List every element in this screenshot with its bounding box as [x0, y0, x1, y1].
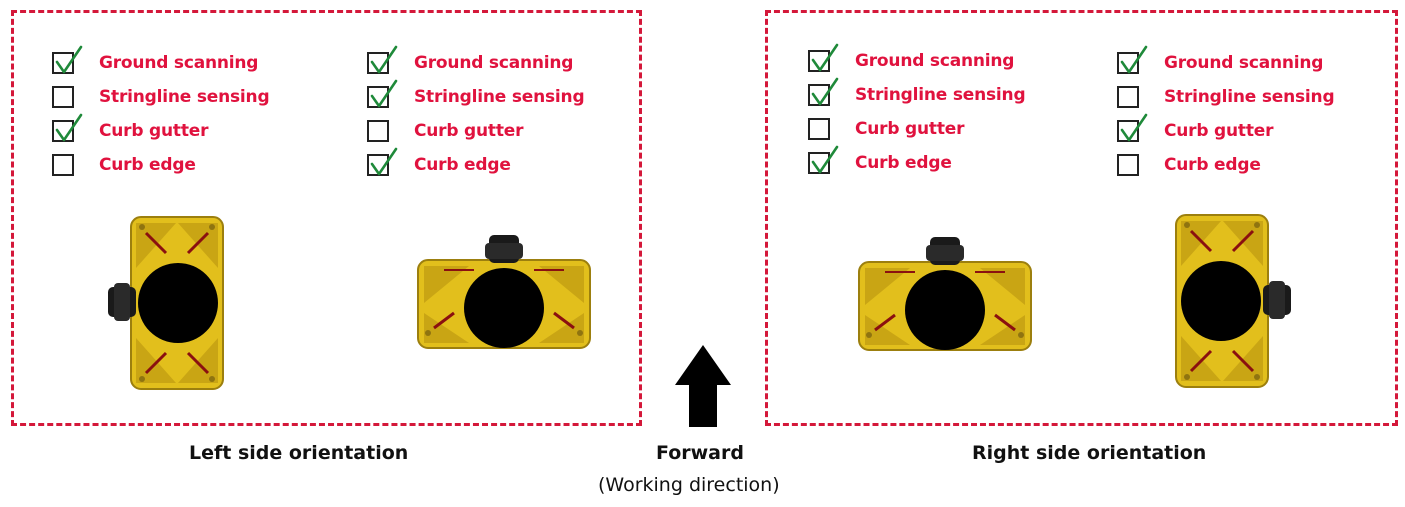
checklist-item-label: Stringline sensing [99, 87, 270, 107]
checklist-item-label: Ground scanning [1164, 53, 1324, 73]
checklist-item-label: Ground scanning [414, 53, 574, 73]
checkbox-checked [808, 145, 839, 174]
checkbox-unchecked [808, 118, 830, 140]
checkbox-checked [367, 79, 398, 108]
checklist-item-label: Curb edge [99, 155, 196, 175]
checklist-item-label: Curb gutter [414, 121, 524, 141]
checkbox-unchecked [52, 86, 74, 108]
checklist-item-label: Ground scanning [99, 53, 259, 73]
checkmark-icon [811, 43, 839, 72]
right-orientation-caption: Right side orientation [972, 442, 1207, 464]
checkmark-icon [370, 45, 398, 74]
checkbox-checked [1117, 45, 1148, 74]
checkbox-unchecked [1117, 86, 1139, 108]
checklist-item-label: Curb edge [414, 155, 511, 175]
checkmark-icon [370, 147, 398, 176]
checklist-item-label: Curb gutter [1164, 121, 1274, 141]
sensor-horizontal-right-icon [855, 235, 1035, 360]
sensor-vertical-left-icon [106, 213, 236, 398]
sensor-horizontal-left-icon [414, 233, 594, 358]
checkmark-icon [370, 79, 398, 108]
checkbox-checked [367, 147, 398, 176]
checklist-item-label: Stringline sensing [414, 87, 585, 107]
checkbox-checked [808, 43, 839, 72]
checkbox-checked [808, 77, 839, 106]
checkbox-checked [52, 45, 83, 74]
checkbox-checked [52, 113, 83, 142]
checkbox-checked [1117, 113, 1148, 142]
checkmark-icon [811, 77, 839, 106]
checkbox-unchecked [1117, 154, 1139, 176]
checkmark-icon [1120, 45, 1148, 74]
checkmark-icon [811, 145, 839, 174]
checklist-item-label: Curb edge [855, 153, 952, 173]
checklist-item-label: Curb gutter [99, 121, 209, 141]
up-arrow-icon [675, 345, 731, 427]
forward-subtitle: (Working direction) [598, 474, 780, 496]
forward-title: Forward [656, 442, 744, 464]
checkmark-icon [1120, 113, 1148, 142]
checklist-item-label: Curb gutter [855, 119, 965, 139]
checklist-item-label: Stringline sensing [1164, 87, 1335, 107]
forward-arrow [675, 345, 731, 432]
checklist-item-label: Ground scanning [855, 51, 1015, 71]
checkmark-icon [55, 113, 83, 142]
left-orientation-caption: Left side orientation [189, 442, 409, 464]
checkbox-unchecked [52, 154, 74, 176]
checkmark-icon [55, 45, 83, 74]
checklist-item-label: Curb edge [1164, 155, 1261, 175]
checklist-item-label: Stringline sensing [855, 85, 1026, 105]
checkbox-unchecked [367, 120, 389, 142]
checkbox-checked [367, 45, 398, 74]
sensor-vertical-right-icon [1163, 211, 1293, 396]
